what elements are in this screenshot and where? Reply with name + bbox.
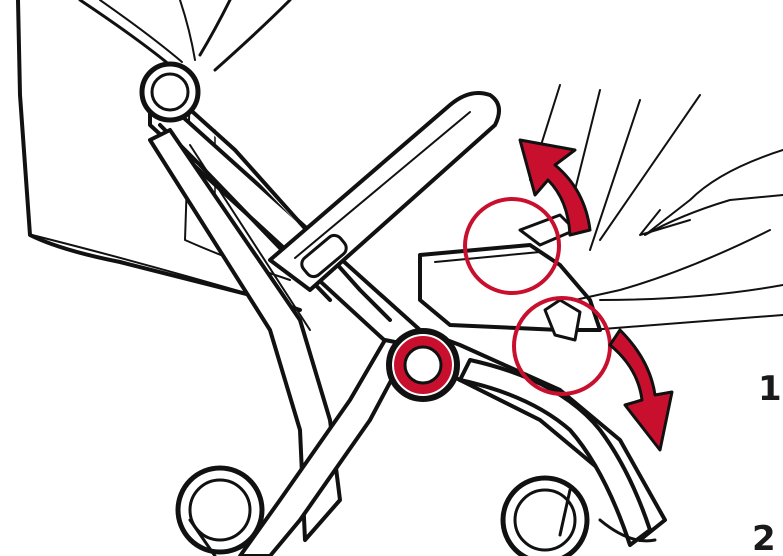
front-wheel [178,468,262,556]
step-number-1: 1 [758,372,782,406]
top-hinge [142,64,198,120]
highlighted-pivot [388,330,458,400]
curved-arrow-down-icon [610,330,672,450]
step-number-2: 2 [752,522,776,556]
